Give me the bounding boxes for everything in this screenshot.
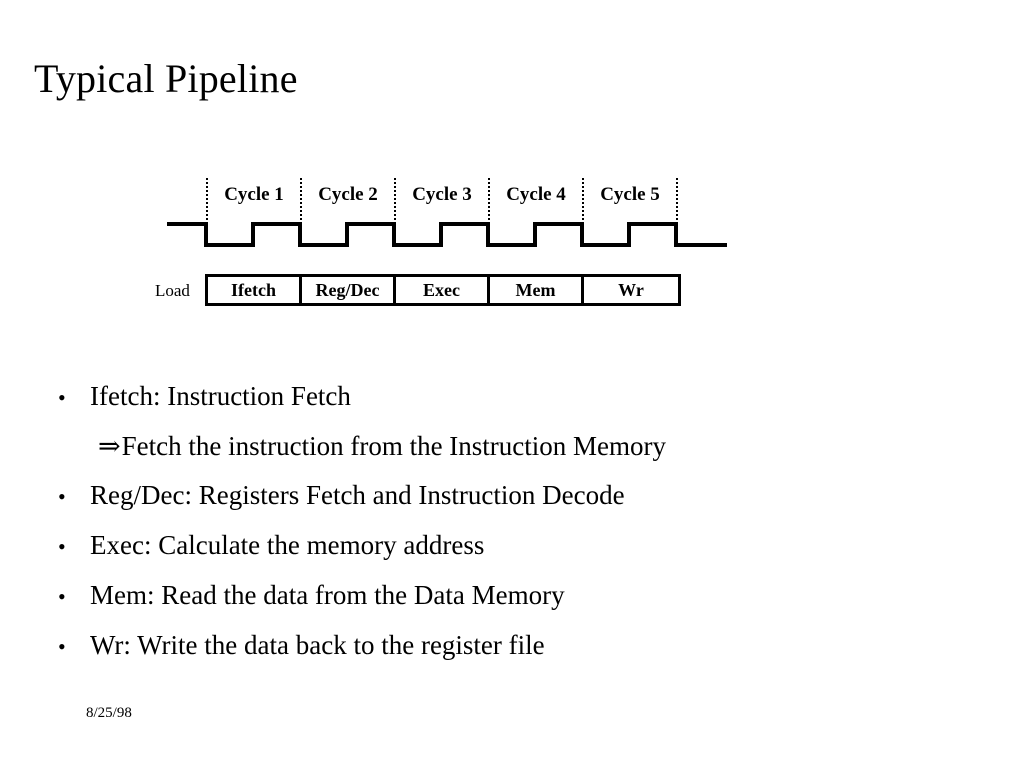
clock-waveform xyxy=(150,214,750,254)
list-item: • Mem: Read the data from the Data Memor… xyxy=(52,571,982,621)
cycle-label-2: Cycle 2 xyxy=(318,184,378,205)
bullet-marker-icon: • xyxy=(58,484,66,509)
list-item: • Exec: Calculate the memory address xyxy=(52,521,982,571)
pipeline-timing-diagram: Cycle 1 Cycle 2 Cycle 3 Cycle 4 Cycle 5 … xyxy=(150,170,750,320)
cycle-label-band: Cycle 1 Cycle 2 Cycle 3 Cycle 4 Cycle 5 xyxy=(150,170,750,220)
sub-list-item: ⇒ Fetch the instruction from the Instruc… xyxy=(52,422,982,471)
stage-box-group: Ifetch Reg/Dec Exec Mem Wr xyxy=(205,274,681,306)
stage-box-exec[interactable]: Exec xyxy=(396,277,490,303)
pipeline-stage-row: Load Ifetch Reg/Dec Exec Mem Wr xyxy=(150,274,750,308)
bullet-marker-icon: • xyxy=(58,634,66,659)
instruction-row-label: Load xyxy=(155,281,190,300)
cycle-divider xyxy=(676,178,678,220)
cycle-label-1: Cycle 1 xyxy=(224,184,284,205)
cycle-label-4: Cycle 4 xyxy=(506,184,566,205)
cycle-label-3: Cycle 3 xyxy=(412,184,472,205)
bullet-text: Wr: Write the data back to the register … xyxy=(90,630,545,660)
stage-box-regdec[interactable]: Reg/Dec xyxy=(302,277,396,303)
bullet-text: Ifetch: Instruction Fetch xyxy=(90,381,351,411)
bullet-text: Exec: Calculate the memory address xyxy=(90,530,485,560)
bullet-marker-icon: • xyxy=(58,385,66,410)
cycle-divider xyxy=(206,178,208,220)
page-title: Typical Pipeline xyxy=(34,56,298,101)
stage-box-ifetch[interactable]: Ifetch xyxy=(208,277,302,303)
cycle-divider xyxy=(488,178,490,220)
bullet-marker-icon: • xyxy=(58,584,66,609)
double-arrow-icon: ⇒ xyxy=(98,431,121,461)
stage-box-mem[interactable]: Mem xyxy=(490,277,584,303)
cycle-divider xyxy=(300,178,302,220)
list-item: • Wr: Write the data back to the registe… xyxy=(52,621,982,671)
clock-signal-path xyxy=(167,222,727,247)
bullet-marker-icon: • xyxy=(58,534,66,559)
bullet-text: Mem: Read the data from the Data Memory xyxy=(90,580,565,610)
sub-bullet-text: Fetch the instruction from the Instructi… xyxy=(121,431,667,461)
cycle-label-5: Cycle 5 xyxy=(600,184,660,205)
cycle-divider xyxy=(582,178,584,220)
list-item: • Reg/Dec: Registers Fetch and Instructi… xyxy=(52,471,982,521)
stage-box-wr[interactable]: Wr xyxy=(618,280,644,300)
bullet-text: Reg/Dec: Registers Fetch and Instruction… xyxy=(90,480,625,510)
cycle-divider xyxy=(394,178,396,220)
slide-date-footer: 8/25/98 xyxy=(86,705,132,721)
list-item: • Ifetch: Instruction Fetch xyxy=(52,372,982,422)
bullet-list: • Ifetch: Instruction Fetch ⇒ Fetch the … xyxy=(52,372,982,671)
